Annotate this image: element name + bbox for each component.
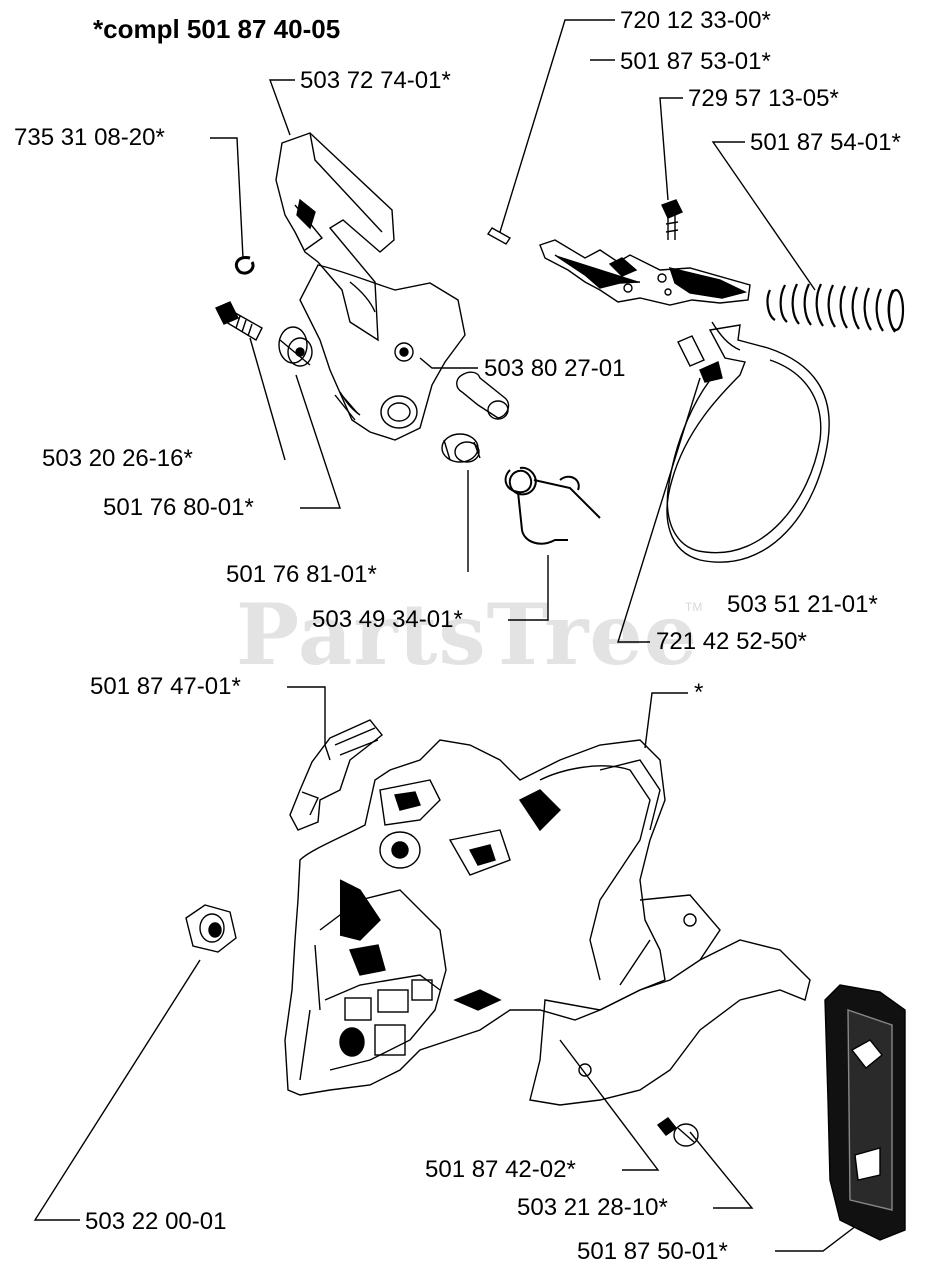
watermark-trademark: TM: [685, 600, 703, 614]
part-label-501-87-47-01[interactable]: 501 87 47-01*: [90, 673, 241, 700]
part-label-501-76-81-01[interactable]: 501 76 81-01*: [226, 561, 377, 588]
assembly-title: *compl 501 87 40-05: [93, 14, 341, 44]
spring-pin-part: [677, 335, 705, 367]
part-label-503-80-27-01[interactable]: 503 80 27-01: [484, 355, 626, 382]
brake-band-part: [666, 321, 830, 563]
cover-screw-part: [656, 1117, 699, 1147]
pivot-pin-part: [456, 371, 510, 420]
clutch-cover-housing-part: [284, 739, 666, 1096]
part-label-503-20-26-16[interactable]: 503 20 26-16*: [42, 445, 193, 472]
part-label-720-12-33-00[interactable]: 720 12 33-00*: [620, 7, 771, 34]
part-label-503-49-34-01[interactable]: 503 49 34-01*: [312, 606, 463, 633]
part-label-501-87-42-02[interactable]: 501 87 42-02*: [425, 1156, 576, 1183]
compression-spring-part: [766, 283, 905, 333]
mounting-bracket-part: [289, 719, 383, 831]
part-label-503-51-21-01[interactable]: 503 51 21-01*: [727, 591, 878, 618]
part-label-501-87-53-01[interactable]: 501 87 53-01*: [620, 48, 771, 75]
small-screw-part: [661, 199, 683, 240]
guard-plate-part: [529, 894, 811, 1106]
part-label-735-31-08-20[interactable]: 735 31 08-20*: [14, 124, 165, 151]
screw-part: [215, 301, 263, 341]
nut-part: [185, 904, 237, 953]
part-label-housing-asterisk[interactable]: *: [694, 679, 704, 706]
part-label-721-42-52-50[interactable]: 721 42 52-50*: [656, 628, 807, 655]
sleeve-part: [441, 433, 481, 463]
bushing-part: [278, 326, 313, 367]
part-label-729-57-13-05[interactable]: 729 57 13-05*: [688, 85, 839, 112]
part-label-503-21-28-10[interactable]: 503 21 28-10*: [517, 1194, 668, 1221]
brake-trigger-part: [486, 227, 751, 306]
torsion-spring-part: [504, 466, 601, 545]
brake-handle-part: [275, 132, 466, 441]
chain-cover-part: [824, 984, 906, 1241]
part-label-503-72-74-01[interactable]: 503 72 74-01*: [300, 67, 451, 94]
part-label-501-87-50-01[interactable]: 501 87 50-01*: [577, 1238, 728, 1265]
part-label-501-76-80-01[interactable]: 501 76 80-01*: [103, 494, 254, 521]
part-label-501-87-54-01[interactable]: 501 87 54-01*: [750, 129, 901, 156]
part-label-503-22-00-01[interactable]: 503 22 00-01: [85, 1208, 227, 1235]
retaining-clip-part: [234, 255, 255, 275]
